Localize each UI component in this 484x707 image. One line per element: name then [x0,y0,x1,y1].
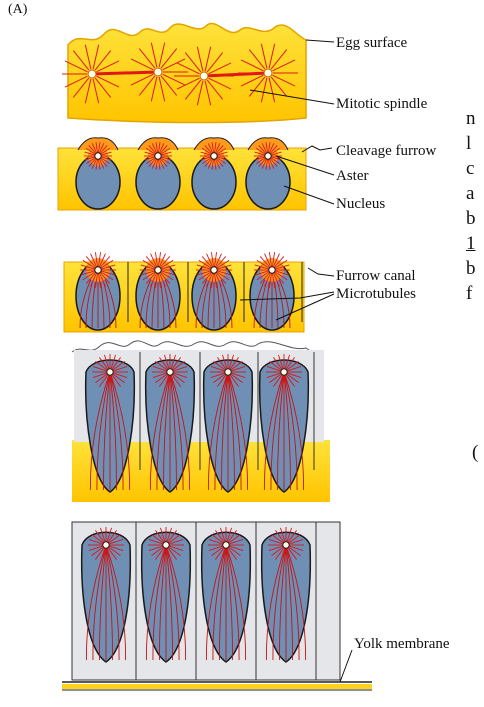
label-microtubules: Microtubules [336,286,416,302]
stage-2-nuclei-at-cortex [58,138,306,210]
cell-2 [136,138,180,209]
centrosome [223,542,229,548]
stage-1-syncytial-blastoderm [62,24,306,123]
label-furrow-canal: Furrow canal [336,268,416,284]
cropped-text-line-1: n [466,106,476,131]
cropped-text-line-5: b [466,206,476,231]
cell-3 [192,138,236,209]
yolk-strip-5 [62,684,372,689]
cropped-text-line-4: a [466,181,474,206]
cropped-text-line-8: f [466,281,472,306]
cell-4 [246,138,290,209]
leader-furrow-canal [308,268,334,276]
centrosome [225,369,231,375]
mitotic-spindle-left [92,72,158,74]
centrosome [107,369,113,375]
label-yolk-membrane: Yolk membrane [354,636,450,652]
panel-label: (A) [8,2,27,18]
leader-egg-surface [306,40,334,42]
label-aster: Aster [336,168,369,184]
stage-4-membrane-invagination [72,341,330,502]
cropped-text-line-7: b [466,256,476,281]
centrosome [167,369,173,375]
label-mitotic-spindle: Mitotic spindle [336,96,427,112]
centrosome [103,542,109,548]
centrosome [163,542,169,548]
leader-yolk-membrane [340,650,352,682]
centrosome [283,542,289,548]
label-nucleus: Nucleus [336,196,385,212]
cropped-text-line-2: l [466,131,471,156]
cropped-text-line-6: 1 [466,231,476,256]
cropped-text-stray: ( [472,440,478,465]
cropped-text-line-3: c [466,156,474,181]
centrosome [281,369,287,375]
cell-1 [76,138,120,209]
stage-5-cellular-blastoderm [62,522,372,690]
stage-3-furrow-canals [64,252,304,332]
label-cleavage-furrow: Cleavage furrow [336,143,436,159]
label-egg-surface: Egg surface [336,35,407,51]
